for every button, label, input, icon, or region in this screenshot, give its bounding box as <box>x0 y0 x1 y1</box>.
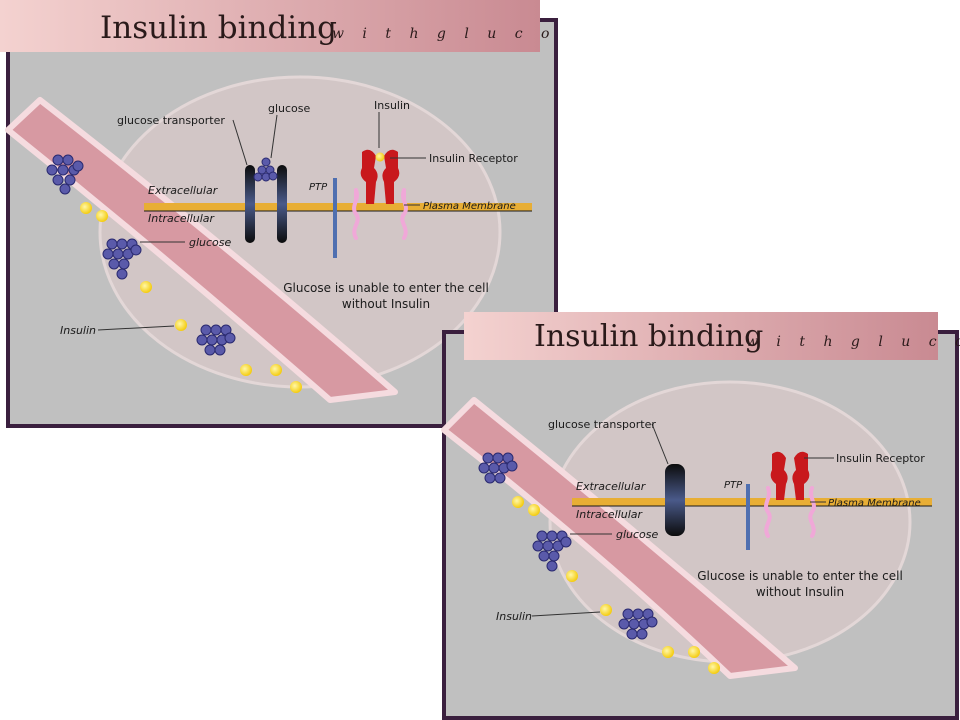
glucose-transporter-closed <box>665 464 685 536</box>
leader-lines <box>531 423 834 617</box>
title-bar <box>464 312 938 360</box>
leader-lines <box>97 112 426 331</box>
diagram-panel-1-svg: Insulin binding w i t h g l u c o s e <box>0 0 560 428</box>
label-insulin-receptor: Insulin Receptor <box>429 152 518 165</box>
insulin-dots-vessel <box>80 202 302 393</box>
label-ptp: PTP <box>309 182 328 193</box>
ptp-bar <box>746 484 750 550</box>
glucose-cluster-vessel-3 <box>618 608 658 640</box>
ptp-bar <box>333 178 337 258</box>
insulin-receptor <box>352 149 408 240</box>
blood-vessel <box>5 97 398 403</box>
label-insulin-receptor: Insulin Receptor <box>836 452 925 465</box>
label-glucose-top: glucose <box>268 102 311 115</box>
insulin-dots-vessel <box>512 496 720 674</box>
label-ptp: PTP <box>724 480 743 491</box>
title-bar <box>0 0 540 52</box>
panel-subtitle: w i t h g l u c o s e <box>332 26 560 42</box>
panel-title: Insulin binding <box>100 10 337 46</box>
diagram-panel-1: Insulin binding w i t h g l u c o s e <box>0 0 560 442</box>
label-insulin-vessel: Insulin <box>60 324 96 337</box>
label-plasma-membrane: Plasma Membrane <box>423 201 516 212</box>
diagram-panel-2-svg: Insulin binding w i t h g l u c o s e gl… <box>441 312 960 720</box>
label-intracellular: Intracellular <box>148 212 215 225</box>
plasma-membrane <box>144 203 532 211</box>
glucose-cluster-vessel-1 <box>478 452 518 484</box>
label-extracellular: Extracellular <box>576 480 647 493</box>
glucose-transporter-right <box>277 165 287 243</box>
insulin-receptor <box>764 451 816 538</box>
blood-vessel <box>441 397 798 679</box>
label-plasma-membrane: Plasma Membrane <box>828 498 921 509</box>
caption-line-1: Glucose is unable to enter the cell <box>697 569 903 583</box>
panel-title: Insulin binding <box>534 319 763 354</box>
plasma-membrane <box>572 498 932 506</box>
glucose-cluster-vessel-3 <box>196 324 236 356</box>
label-insulin-vessel: Insulin <box>496 610 532 623</box>
glucose-cluster-vessel-2 <box>532 530 572 572</box>
label-extracellular: Extracellular <box>148 184 219 197</box>
caption-line-1: Glucose is unable to enter the cell <box>283 281 489 295</box>
caption-line-2: without Insulin <box>342 297 430 311</box>
glucose-cluster-vessel-2 <box>102 238 142 280</box>
glucose-transporter-left <box>245 165 255 243</box>
label-glucose-vessel: glucose <box>189 236 232 249</box>
label-glucose-vessel: glucose <box>616 528 659 541</box>
label-intracellular: Intracellular <box>576 508 643 521</box>
label-insulin-top: Insulin <box>374 99 410 112</box>
glucose-cluster-vessel-1 <box>46 154 84 195</box>
label-glucose-transporter: glucose transporter <box>117 114 225 127</box>
diagram-panel-2: Insulin binding w i t h g l u c o s e gl… <box>440 312 960 720</box>
panel-subtitle: w i t h g l u c o s e <box>746 334 960 350</box>
glucose-cluster-top <box>253 157 278 182</box>
caption-line-2: without Insulin <box>756 585 844 599</box>
label-glucose-transporter: glucose transporter <box>548 418 656 431</box>
